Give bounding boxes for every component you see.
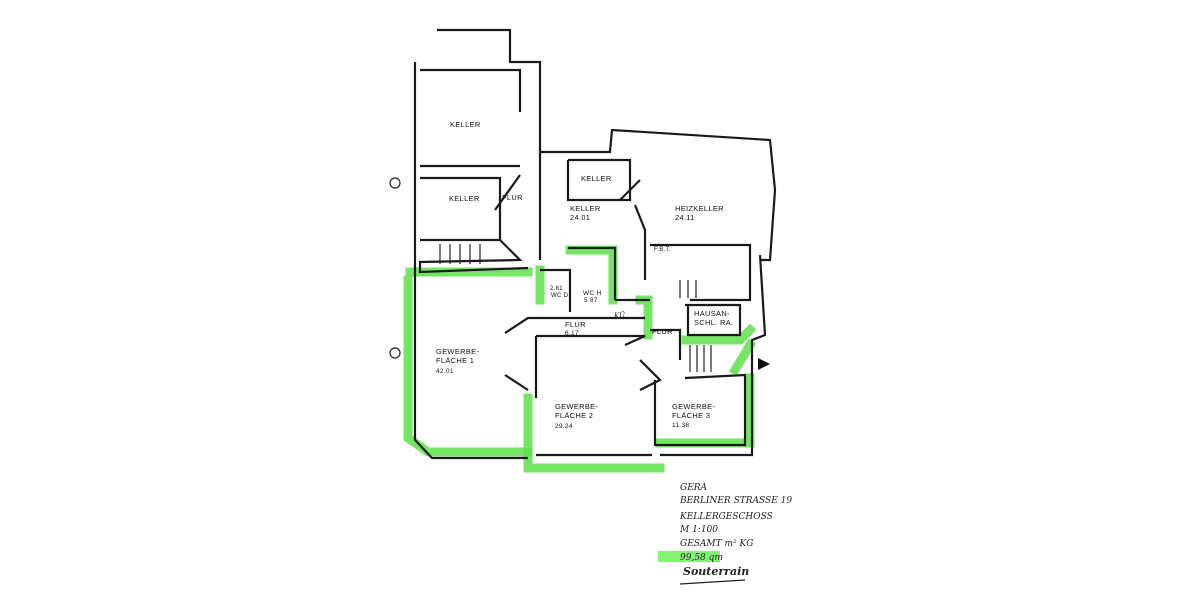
room-label-gewerbeflaeche-3: GEWERBE- FLÄCHE 3: [672, 402, 716, 420]
note-total-value: 99,58 qm: [680, 553, 723, 563]
walls: [389, 28, 777, 460]
total-area-highlight: [658, 551, 720, 562]
room-area: 24.11: [675, 213, 695, 222]
title-notes: GERA BERLINER STRASSE 19 KELLERGESCHOSS …: [679, 483, 792, 585]
room-label: KELLER: [450, 120, 481, 129]
entrance-arrow-icon: [758, 358, 770, 370]
room-label: KÜ: [613, 311, 626, 320]
room-label: FLUR: [502, 193, 523, 202]
room-label-hausanschlussraum: HAUSAN- SCHL. RA.: [694, 309, 734, 327]
room-label: KELLER: [570, 204, 601, 213]
room-label: WC D: [551, 293, 569, 299]
room-labels: KELLER KELLER FLUR KELLER KELLER 24.01 H…: [436, 120, 724, 430]
room-label: HEIZKELLER: [675, 204, 724, 213]
room-area: 6.17: [565, 330, 579, 337]
room-area: 29.24: [555, 423, 573, 430]
room-label-gewerbeflaeche-2: GEWERBE- FLÄCHE 2: [555, 402, 599, 420]
room-area: 2.81: [550, 286, 563, 292]
window-mark-icon: [389, 347, 401, 359]
room-label: FLUR: [652, 327, 673, 336]
note-scale: M 1:100: [679, 525, 718, 535]
window-mark-icon: [389, 177, 401, 189]
note-total-label: GESAMT m² KG: [680, 539, 753, 549]
note-street: BERLINER STRASSE 19: [679, 496, 792, 506]
room-area: 24.01: [570, 213, 590, 222]
room-area: 5.87: [584, 297, 598, 304]
room-label: KELLER: [581, 174, 612, 183]
room-area: 42.01: [436, 368, 454, 375]
room-label: FLUR: [565, 320, 586, 329]
room-label-gewerbeflaeche-1: GEWERBE- FLÄCHE 1: [436, 347, 480, 365]
room-area: 11.38: [672, 422, 689, 429]
note-level: Souterrain: [683, 565, 749, 578]
room-label: KELLER: [449, 194, 480, 203]
note-city: GERA: [680, 483, 708, 493]
note-floor: KELLERGESCHOSS: [679, 512, 773, 522]
room-label: WC H: [583, 290, 602, 297]
room-label: F.B.T.: [654, 247, 671, 253]
